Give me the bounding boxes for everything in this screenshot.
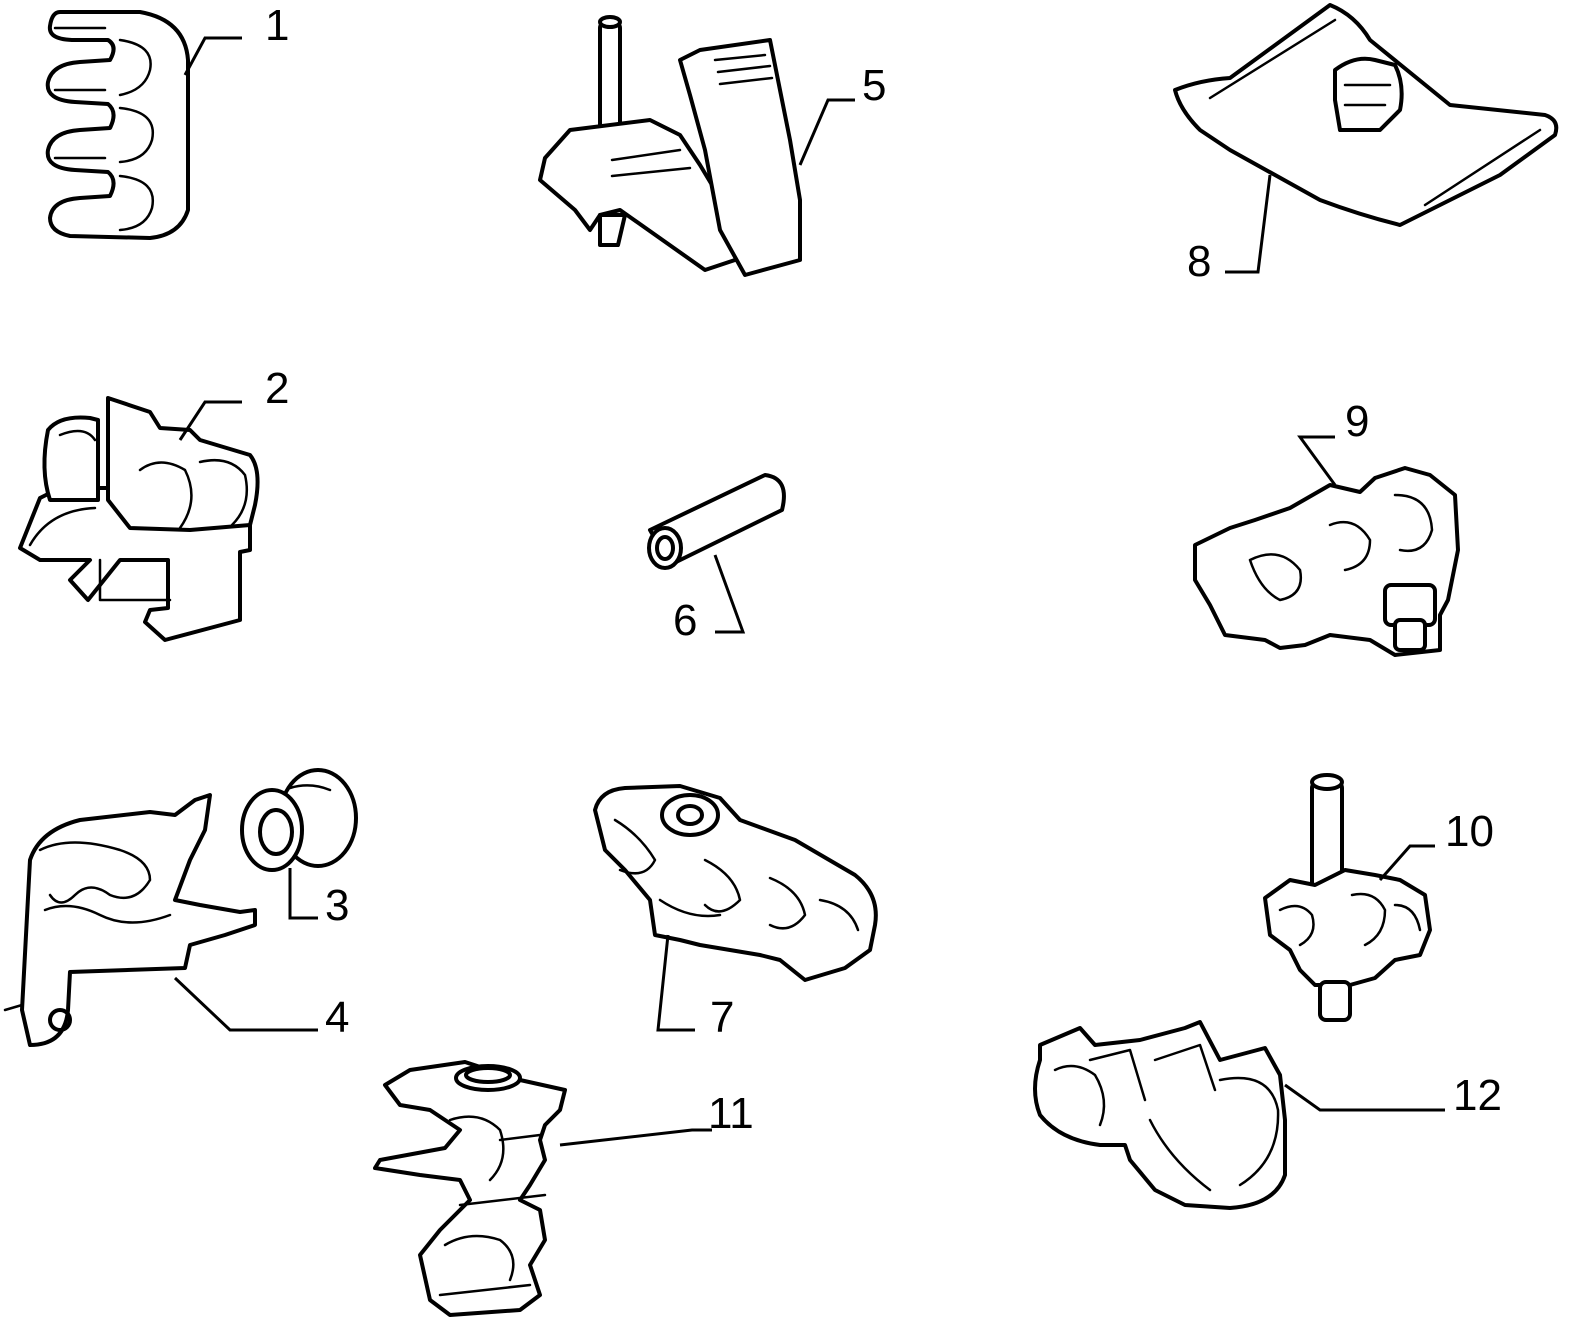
leader-12 [1284, 1083, 1445, 1112]
part-6-sleeve [647, 473, 786, 570]
callout-6: 6 [673, 596, 697, 645]
callout-8: 8 [1187, 237, 1211, 286]
callout-labels: 1 2 3 4 5 6 7 8 9 10 11 12 [265, 1, 1502, 1138]
leader-11 [559, 1128, 712, 1147]
part-9-stud-double-clip [1193, 466, 1460, 657]
callout-1: 1 [265, 1, 289, 50]
part-10-pin-clip [1263, 773, 1432, 1022]
part-3-grommet [240, 768, 358, 872]
part-1-comb-clip [45, 10, 190, 240]
leader-5 [798, 98, 855, 166]
callout-5: 5 [862, 61, 886, 110]
leader-2 [178, 400, 242, 441]
callout-11: 11 [708, 1089, 754, 1138]
leader-1 [183, 36, 242, 76]
leader-3 [288, 868, 318, 920]
part-11-screw-clip [373, 1060, 567, 1317]
part-12-open-double-clip [1033, 1020, 1287, 1210]
leader-7 [656, 934, 695, 1032]
callout-7: 7 [710, 993, 734, 1042]
callout-12: 12 [1453, 1071, 1502, 1120]
part-8-tray-clip [1173, 3, 1559, 227]
part-7-multi-pipe-clip [593, 784, 878, 982]
leader-4 [173, 976, 318, 1032]
leader-lines [173, 36, 1445, 1147]
part-2-double-pipe-clip [18, 396, 260, 642]
leader-10 [1378, 844, 1435, 881]
callout-4: 4 [325, 993, 349, 1042]
leader-6 [713, 554, 746, 634]
leader-9 [1297, 435, 1337, 486]
part-5-strap-bracket [538, 15, 802, 277]
part-4-bracket-clip [3, 793, 257, 1047]
callout-9: 9 [1345, 397, 1369, 446]
callout-10: 10 [1445, 807, 1494, 856]
callout-2: 2 [265, 364, 289, 413]
leader-8 [1225, 174, 1272, 274]
callout-3: 3 [325, 881, 349, 930]
